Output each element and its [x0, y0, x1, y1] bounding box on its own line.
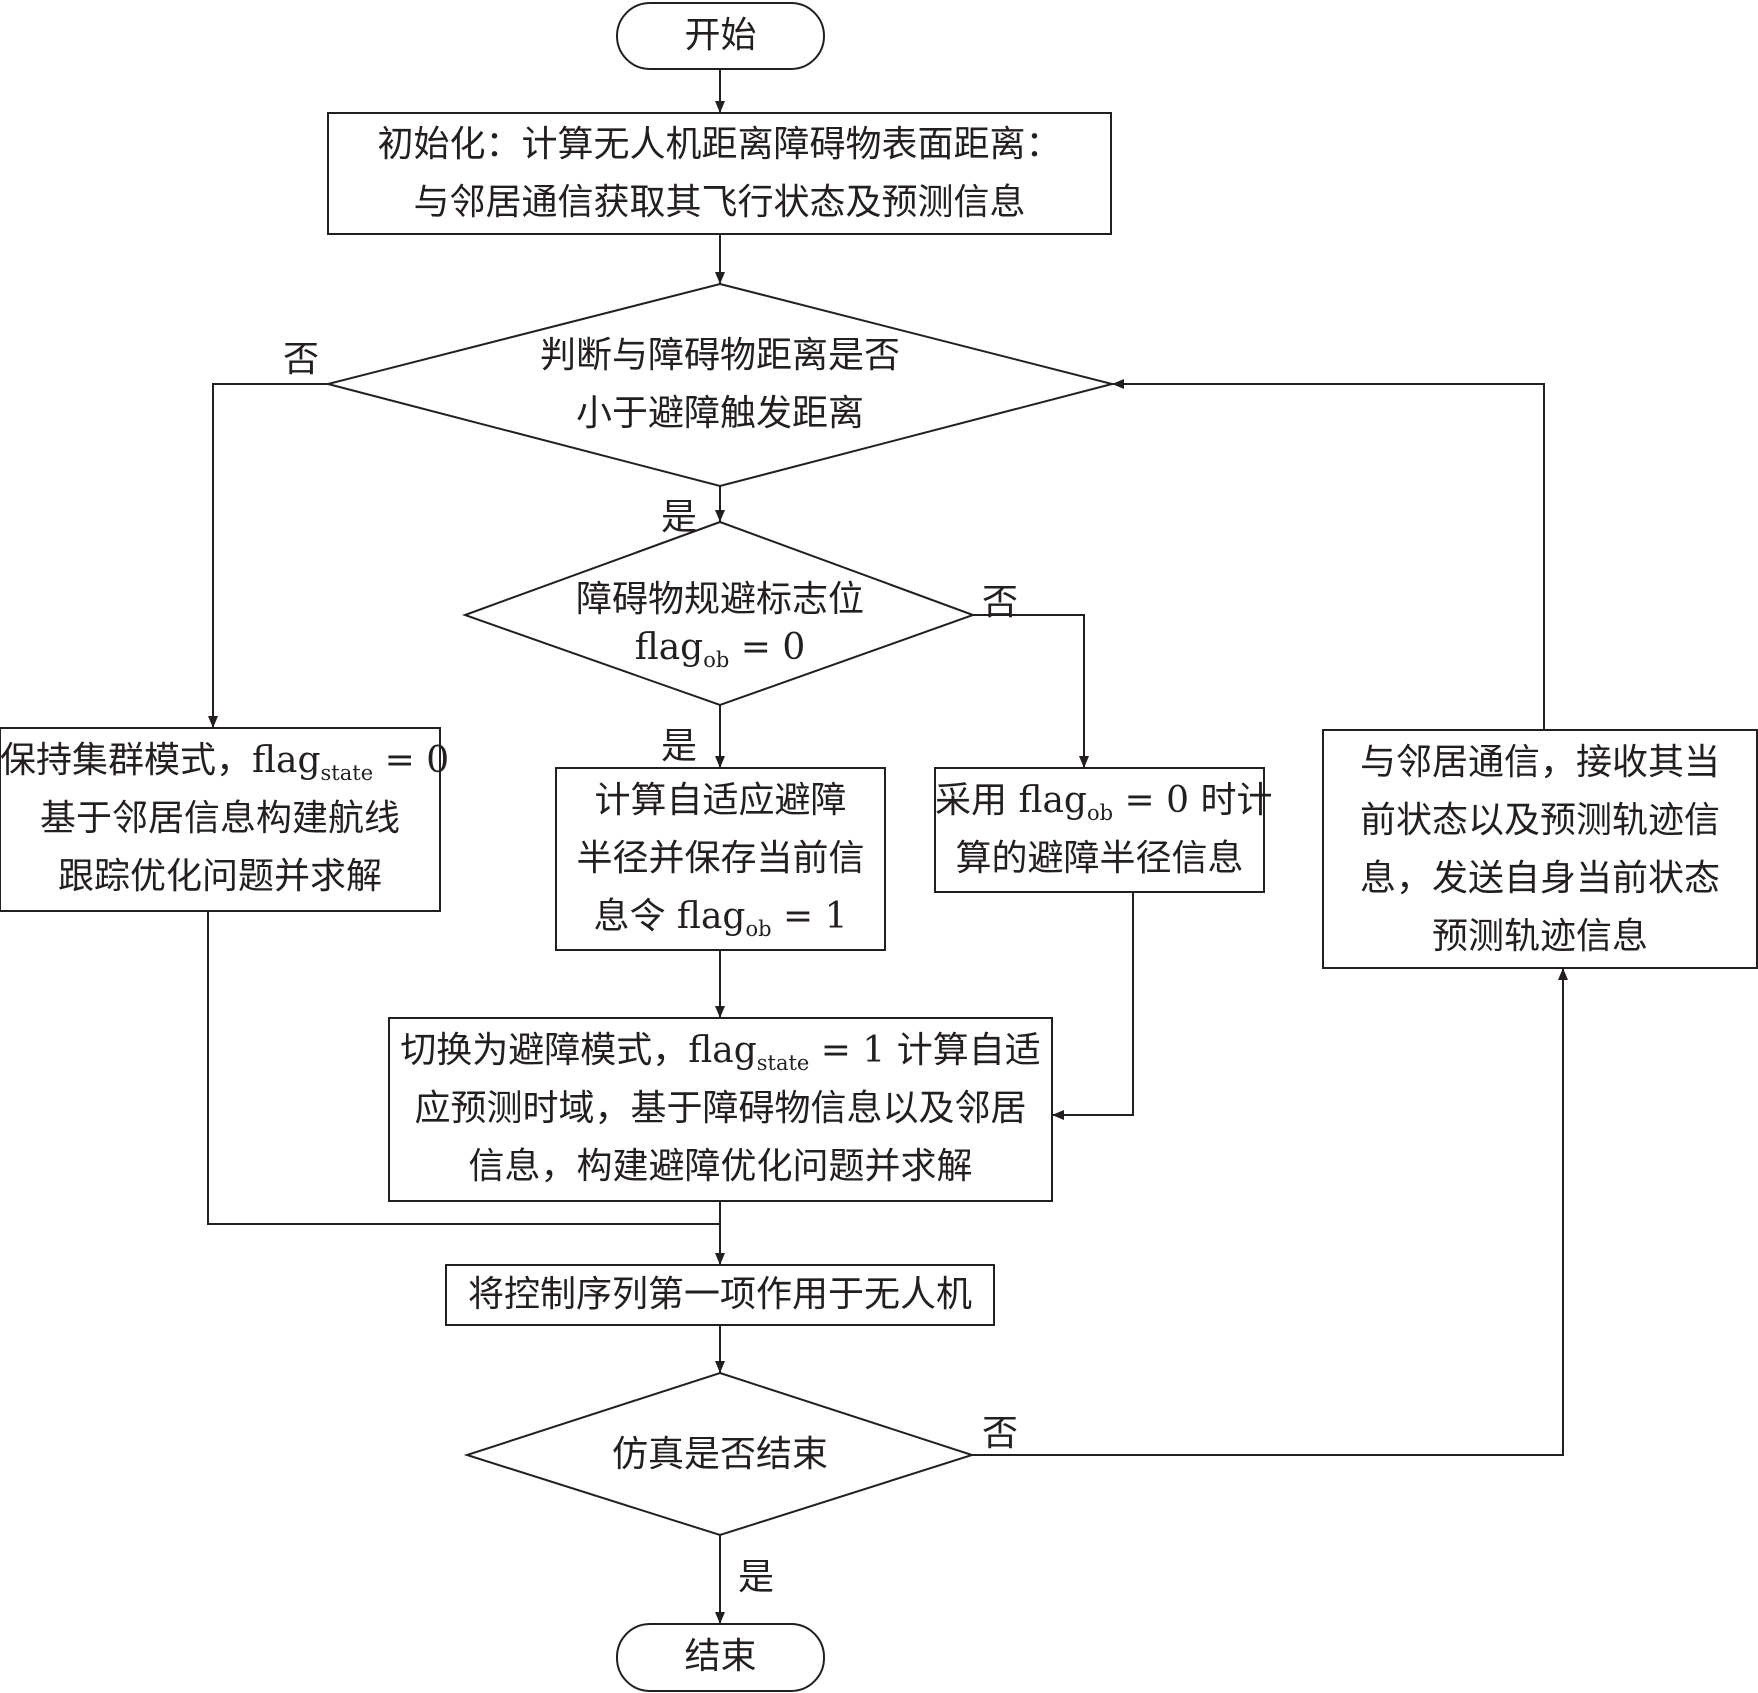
compute-radius-line-2: 半径并保存当前信 [576, 838, 865, 879]
use-radius-box [934, 767, 1265, 893]
flag-decision-label: 障碍物规避标志位 flagob = 0 [520, 576, 920, 672]
arrow-flag-no [973, 614, 1089, 768]
keep-cluster-box [0, 727, 441, 912]
use-radius-suffix: = 0 时计 [1113, 780, 1273, 821]
arrow-distance-no [208, 383, 328, 728]
flag-var: flag [634, 627, 704, 668]
edge-label-end-no: 否 [982, 1413, 1019, 1454]
keep-cluster-line-3: 跟踪优化问题并求解 [57, 856, 382, 897]
start-label: 开始 [684, 15, 757, 56]
flag-var-sub: ob [703, 648, 730, 672]
communicate-label: 与邻居通信，接收其当 前状态以及预测轨迹信 息，发送自身当前状态 预测轨迹信息 [1323, 734, 1757, 966]
use-radius-sub: ob [1086, 801, 1114, 825]
edge-label-distance-no: 否 [283, 339, 320, 380]
keep-cluster-sub: state [320, 761, 374, 785]
init-label: 初始化：计算无人机距离障碍物表面距离： 与邻居通信获取其飞行状态及预测信息 [328, 116, 1111, 232]
init-line-1: 初始化：计算无人机距离障碍物表面距离： [377, 124, 1062, 165]
use-radius-line-1: 采用 flagob = 0 时计 [935, 772, 1272, 830]
compute-radius-line-1: 计算自适应避障 [594, 780, 847, 821]
arrow-communicate-loop [1112, 379, 1545, 730]
switch-avoid-line-1: 切换为避障模式，flagstate = 1 计算自适 [389, 1022, 1052, 1080]
keep-cluster-suffix: = 0 [373, 740, 450, 781]
switch-avoid-box [388, 1017, 1053, 1202]
compute-radius-suffix: = 1 [771, 896, 848, 937]
keep-cluster-label: 保持集群模式，flagstate = 0 基于邻居信息构建航线 跟踪优化问题并求… [0, 732, 449, 906]
communicate-line-4: 预测轨迹信息 [1431, 916, 1648, 957]
switch-avoid-suffix: = 1 计算自适 [809, 1030, 1041, 1071]
init-box [327, 112, 1112, 235]
edge-label-distance-yes: 是 [661, 497, 698, 538]
keep-cluster-prefix: 保持集群模式，flag [0, 740, 321, 781]
compute-radius-sub: ob [745, 917, 772, 941]
flag-line-2: flagob = 0 [520, 624, 920, 672]
end-decision-label: 仿真是否结束 [611, 1434, 828, 1475]
switch-avoid-line-3: 信息，构建避障优化问题并求解 [468, 1146, 973, 1187]
compute-radius-label: 计算自适应避障 半径并保存当前信 息令 flagob = 1 [556, 772, 885, 946]
distance-line-2: 小于避障触发距离 [575, 393, 864, 434]
edge-label-end-yes: 是 [738, 1557, 775, 1598]
switch-avoid-prefix: 切换为避障模式，flag [400, 1030, 757, 1071]
communicate-line-1: 与邻居通信，接收其当 [1359, 742, 1720, 783]
distance-decision-label: 判断与障碍物距离是否 小于避障触发距离 [420, 327, 1020, 443]
use-radius-line-2: 算的避障半径信息 [955, 838, 1244, 879]
distance-line-1: 判断与障碍物距离是否 [539, 335, 900, 376]
compute-radius-box [555, 767, 886, 951]
edge-label-flag-yes: 是 [661, 726, 698, 767]
compute-radius-prefix: 息令 flag [593, 896, 746, 937]
end-label: 结束 [684, 1636, 757, 1677]
switch-avoid-line-2: 应预测时域，基于障碍物信息以及邻居 [414, 1088, 1027, 1129]
switch-avoid-label: 切换为避障模式，flagstate = 1 计算自适 应预测时域，基于障碍物信息… [389, 1022, 1052, 1196]
switch-avoid-sub: state [756, 1051, 810, 1075]
communicate-line-3: 息，发送自身当前状态 [1359, 858, 1720, 899]
edge-label-flag-no: 否 [982, 582, 1019, 623]
communicate-line-2: 前状态以及预测轨迹信 [1359, 800, 1720, 841]
flag-line-1: 障碍物规避标志位 [575, 579, 864, 620]
flag-value: = 0 [729, 627, 806, 668]
use-radius-label: 采用 flagob = 0 时计 算的避障半径信息 [935, 772, 1272, 888]
apply-control-label: 将控制序列第一项作用于无人机 [467, 1274, 972, 1315]
keep-cluster-line-2: 基于邻居信息构建航线 [39, 798, 400, 839]
line-cluster-merge [207, 911, 720, 1225]
arrow-use-radius-switch [1052, 892, 1134, 1120]
init-line-2: 与邻居通信获取其飞行状态及预测信息 [413, 182, 1026, 223]
compute-radius-line-3: 息令 flagob = 1 [556, 888, 885, 946]
arrow-end-no [972, 968, 1568, 1456]
keep-cluster-line-1: 保持集群模式，flagstate = 0 [0, 732, 449, 790]
use-radius-prefix: 采用 flag [935, 780, 1087, 821]
communicate-box [1322, 729, 1758, 969]
